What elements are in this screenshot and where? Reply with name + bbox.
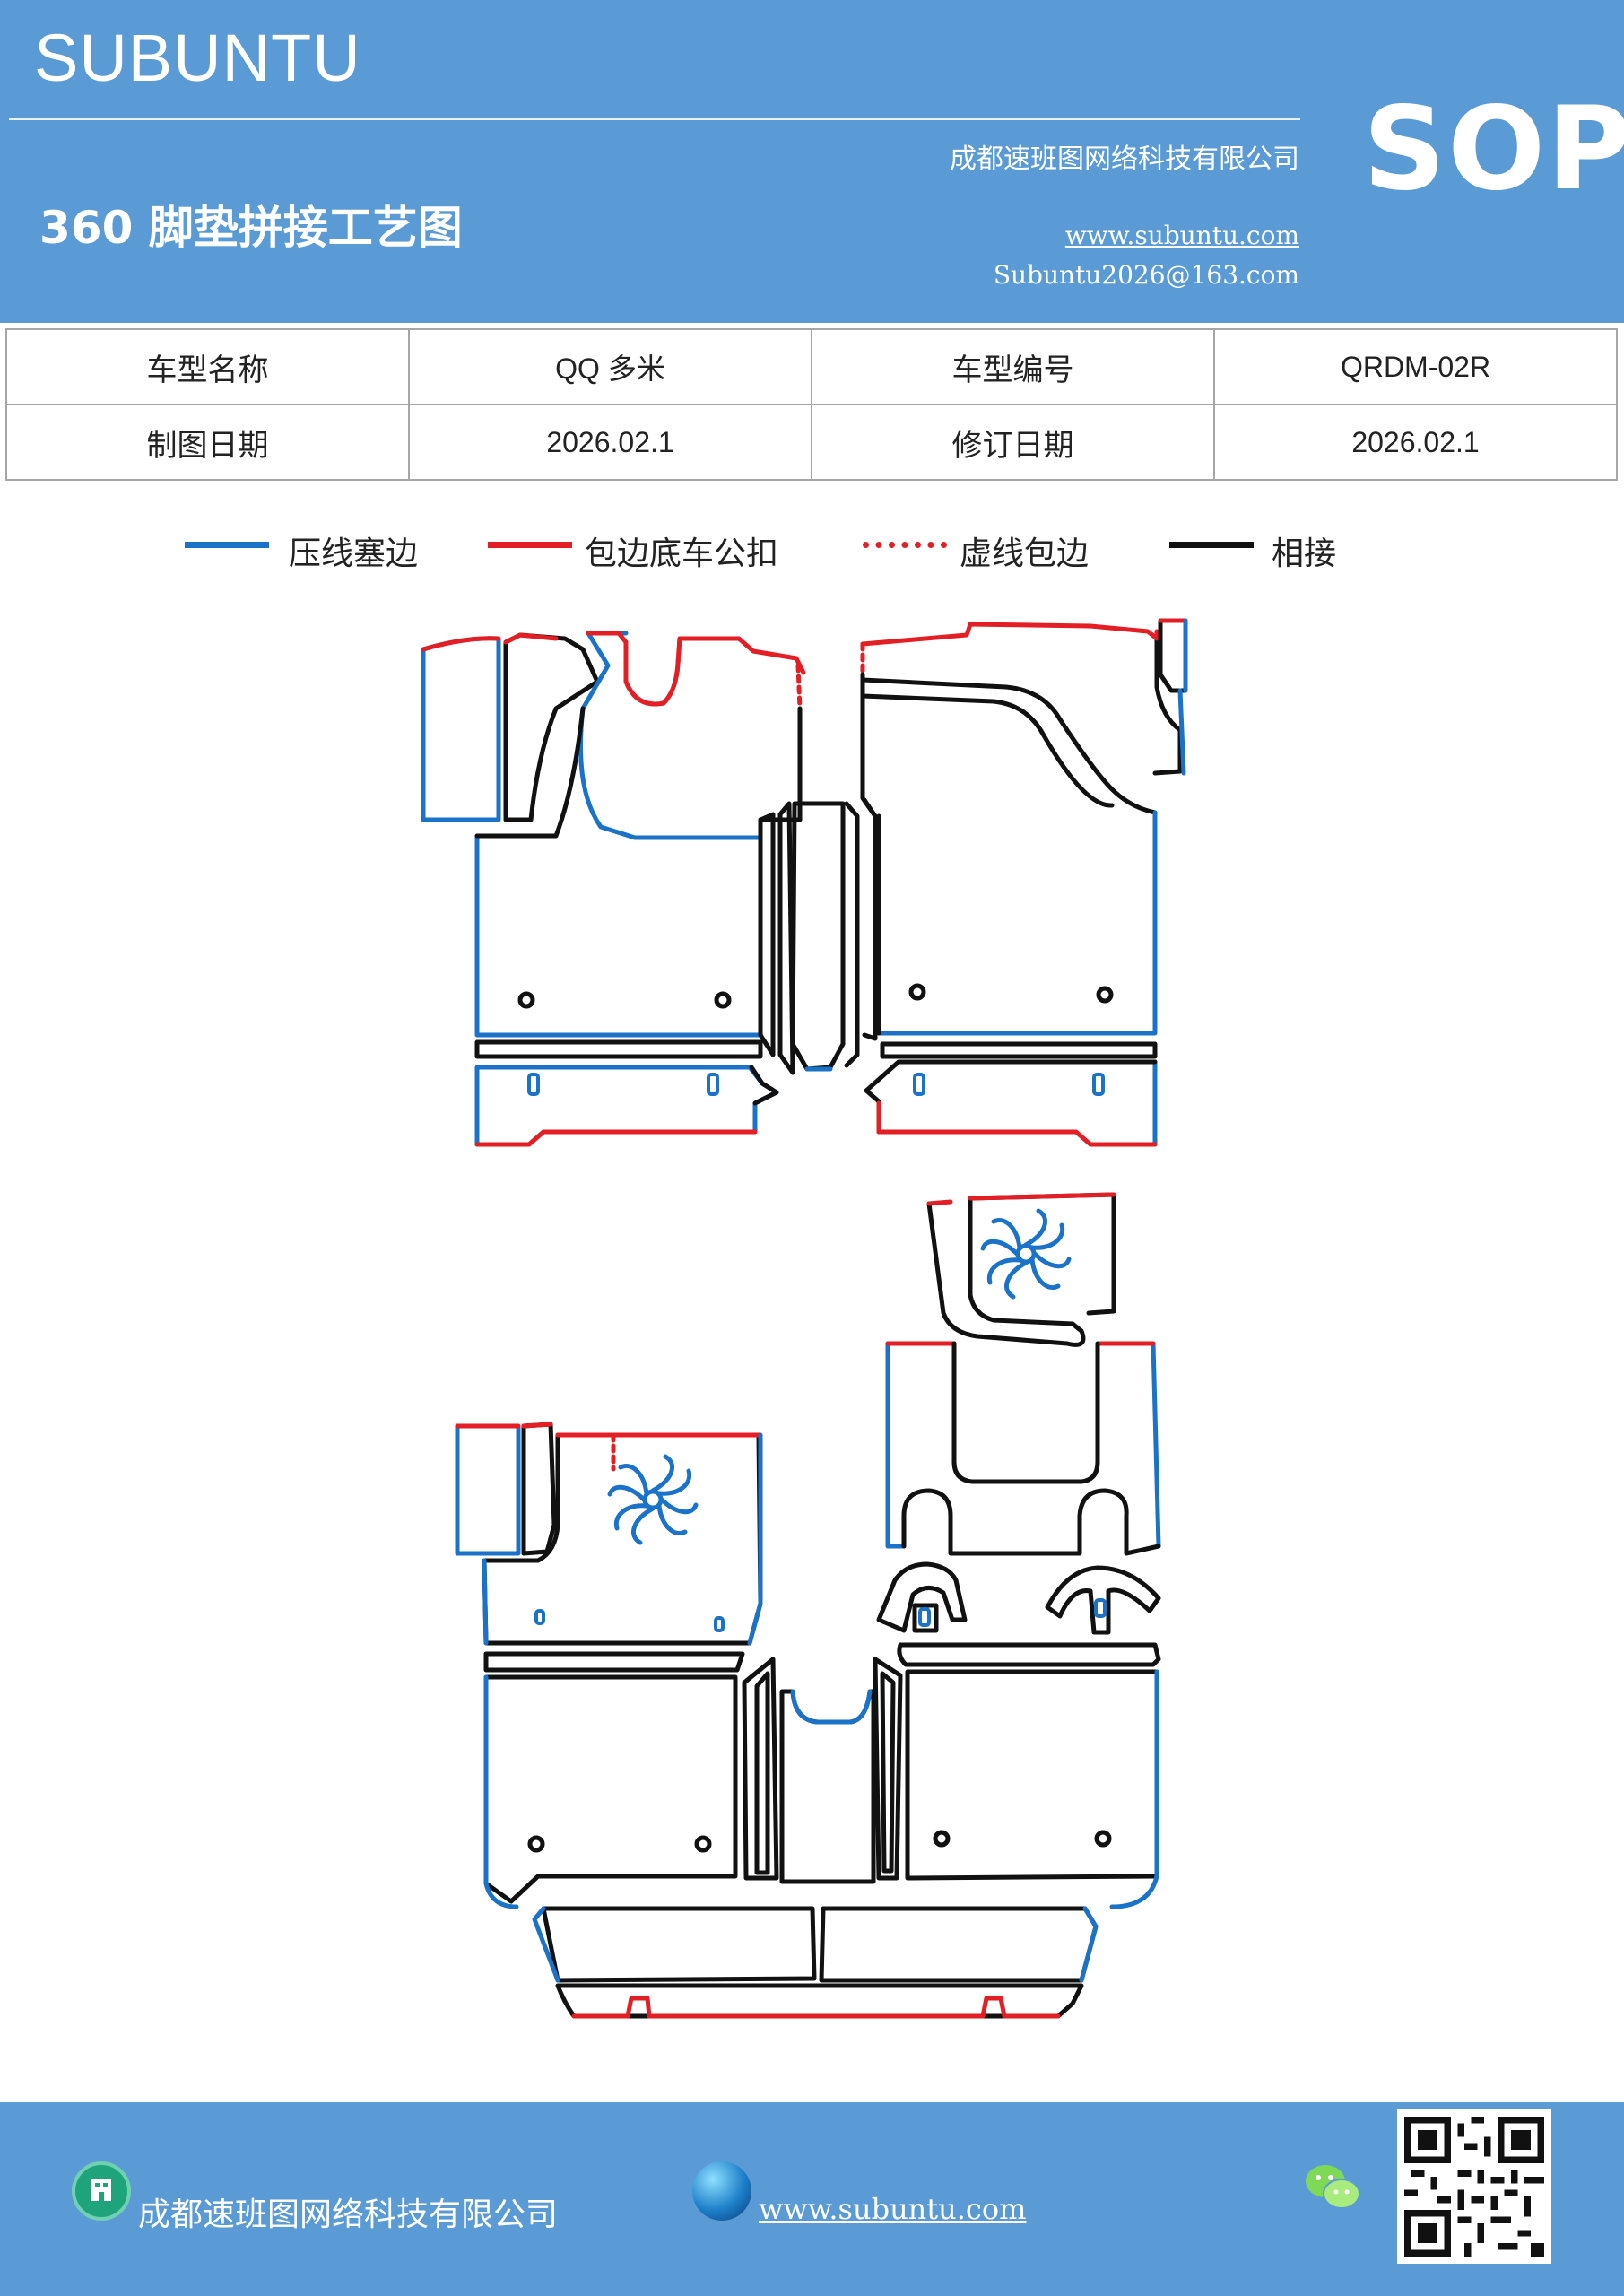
draw-date-value: 2026.02.1 bbox=[408, 404, 812, 481]
header-divider bbox=[9, 118, 1300, 120]
legend-label-join: 相接 bbox=[1272, 535, 1337, 572]
email-address: Subuntu2026@163.com bbox=[993, 260, 1299, 290]
legend-label-press: 压线塞边 bbox=[289, 535, 419, 572]
footer-banner: 成都速班图网络科技有限公司 www.subuntu.com bbox=[0, 2102, 1624, 2296]
revise-date-label: 修订日期 bbox=[811, 404, 1215, 481]
rear-left-mat bbox=[455, 1422, 763, 1673]
company-name: 成都速班图网络科技有限公司 bbox=[950, 144, 1299, 175]
sop-label: SOP bbox=[1363, 83, 1624, 216]
website-link[interactable]: www.subuntu.com bbox=[1064, 221, 1299, 250]
model-code-value: QRDM-02R bbox=[1213, 328, 1618, 405]
front-right-mat bbox=[860, 618, 1188, 1147]
front-center-strip bbox=[758, 797, 878, 1075]
revise-date-value: 2026.02.1 bbox=[1213, 404, 1618, 481]
wechat-icon[interactable] bbox=[1302, 2160, 1365, 2213]
table-row: 车型名称 QQ 多米 车型编号 QRDM-02R bbox=[5, 328, 1618, 405]
legend-label-dotted: 虚线包边 bbox=[960, 535, 1090, 572]
brand-name: SUBUNTU bbox=[34, 21, 361, 95]
globe-icon bbox=[692, 2161, 751, 2221]
legend-swatch-press bbox=[185, 542, 269, 548]
rear-right-mat bbox=[876, 1341, 1161, 1667]
rear-top-right-pad bbox=[926, 1192, 1116, 1347]
rear-floor-mats bbox=[483, 1657, 1159, 2019]
legend-swatch-join bbox=[1169, 542, 1254, 548]
legend-label-wrap: 包边底车公扣 bbox=[585, 535, 779, 572]
vehicle-info-table: 车型名称 QQ 多米 车型编号 QRDM-02R 制图日期 2026.02.1 … bbox=[5, 328, 1618, 481]
legend-swatch-dotted bbox=[863, 542, 947, 548]
table-row: 制图日期 2026.02.1 修订日期 2026.02.1 bbox=[5, 404, 1618, 481]
legend-swatch-wrap bbox=[488, 542, 572, 548]
model-name-value: QQ 多米 bbox=[408, 328, 812, 405]
footer-company-name: 成都速班图网络科技有限公司 bbox=[138, 2196, 559, 2233]
floor-mat-diagram bbox=[421, 618, 1188, 2019]
legend: 压线塞边 包边底车公扣 虚线包边 相接 bbox=[0, 520, 1624, 574]
footer-website-link[interactable]: www.subuntu.com bbox=[759, 2192, 1027, 2226]
front-left-mat bbox=[421, 631, 806, 1147]
draw-date-label: 制图日期 bbox=[5, 404, 410, 481]
header-banner: SUBUNTU 成都速班图网络科技有限公司 360 脚垫拼接工艺图 www.su… bbox=[0, 0, 1624, 323]
qr-code[interactable] bbox=[1397, 2109, 1551, 2264]
document-title: 360 脚垫拼接工艺图 bbox=[39, 202, 463, 254]
model-code-label: 车型编号 bbox=[811, 328, 1215, 405]
building-icon bbox=[72, 2161, 131, 2221]
model-name-label: 车型名称 bbox=[5, 328, 410, 405]
